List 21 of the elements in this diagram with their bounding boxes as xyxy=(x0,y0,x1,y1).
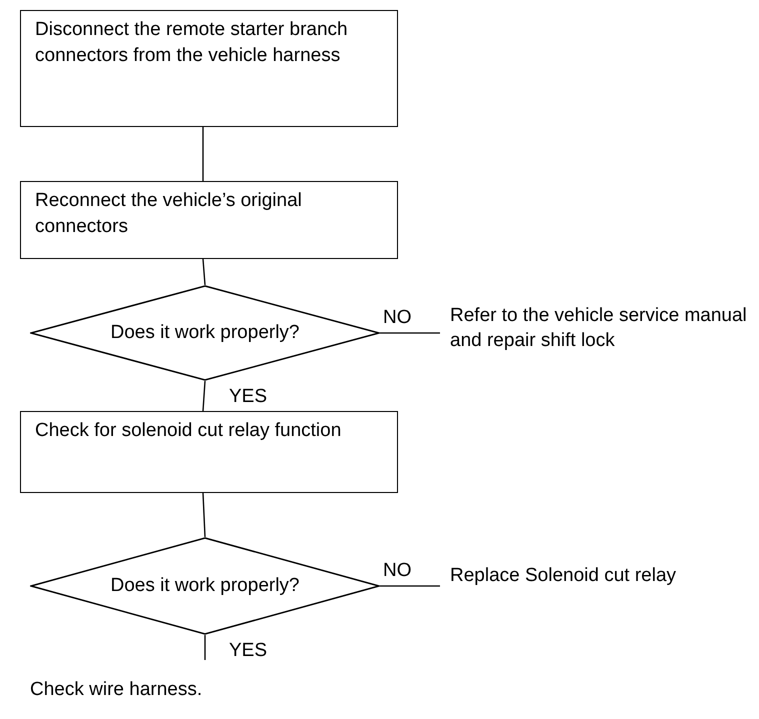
connector-line xyxy=(204,635,206,660)
outcome-text: Refer to the vehicle service manual and repair shift lock xyxy=(440,303,750,383)
process-box: Disconnect the remote starter branch connectors from the vehicle harness xyxy=(20,10,398,127)
connector-line xyxy=(202,127,204,181)
edge-label: YES xyxy=(229,641,268,661)
process-box: Reconnect the vehicle’s original connectors xyxy=(20,181,398,259)
decision-diamond xyxy=(30,285,380,381)
edge-label: NO xyxy=(383,308,412,328)
connector-line xyxy=(202,258,206,286)
decision-diamond xyxy=(30,537,380,635)
connector-line xyxy=(202,492,206,538)
edge-label: NO xyxy=(383,561,412,581)
connector-line xyxy=(380,585,440,587)
connector-line xyxy=(202,380,206,412)
decision-text: Does it work properly? xyxy=(110,575,300,597)
edge-label: YES xyxy=(229,387,268,407)
process-box: Check for solenoid cut relay function xyxy=(20,411,398,493)
connector-line xyxy=(380,332,440,334)
outcome-text: Replace Solenoid cut relay xyxy=(440,563,740,619)
decision-text: Does it work properly? xyxy=(110,322,300,344)
outcome-text: Check wire harness. xyxy=(30,660,230,702)
